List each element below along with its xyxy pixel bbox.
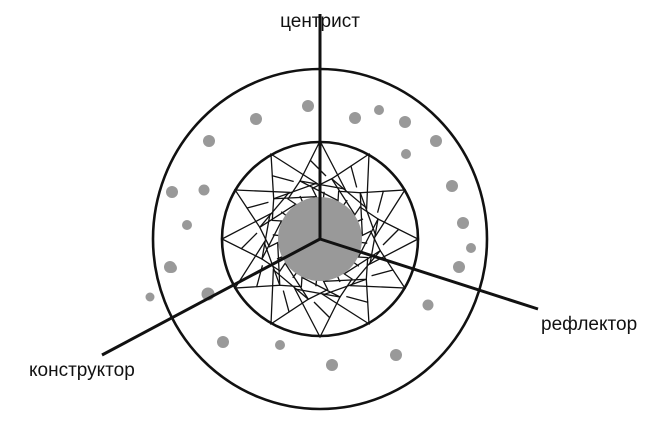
- spoke-reflector: [319, 237, 539, 311]
- outer-ring-dot: [182, 220, 192, 230]
- outer-ring-dot: [250, 113, 262, 125]
- outer-ring-dot: [302, 100, 314, 112]
- outer-ring-dot: [374, 105, 384, 115]
- outer-ring-dot: [401, 149, 411, 159]
- outer-ring-dot: [349, 112, 361, 124]
- outer-ring-dot: [166, 186, 178, 198]
- outer-ring-dot: [217, 336, 229, 348]
- outer-ring-dot: [446, 180, 458, 192]
- outer-ring-dot: [466, 243, 476, 253]
- outer-ring-dot: [326, 359, 338, 371]
- spoke-constructor: [101, 237, 321, 357]
- outer-ring-dot: [422, 299, 434, 311]
- outer-ring-dot: [430, 135, 442, 147]
- outer-ring-dot: [457, 217, 469, 229]
- outer-ring-dot: [399, 116, 411, 128]
- outer-ring-dot-group: [145, 100, 476, 371]
- label-reflector: рефлектор: [541, 314, 637, 335]
- label-centrist: центрист: [280, 11, 360, 32]
- outer-ring-dot: [390, 349, 402, 361]
- outer-ring-dot: [203, 135, 215, 147]
- outer-ring-dot: [198, 184, 210, 196]
- outer-ring-dot: [275, 340, 285, 350]
- outer-ring-dot: [167, 263, 177, 273]
- spoke-group: [101, 14, 539, 357]
- outer-ring-dot: [453, 261, 465, 273]
- outer-ring-dot: [145, 292, 155, 302]
- label-constructor: конструктор: [29, 360, 135, 381]
